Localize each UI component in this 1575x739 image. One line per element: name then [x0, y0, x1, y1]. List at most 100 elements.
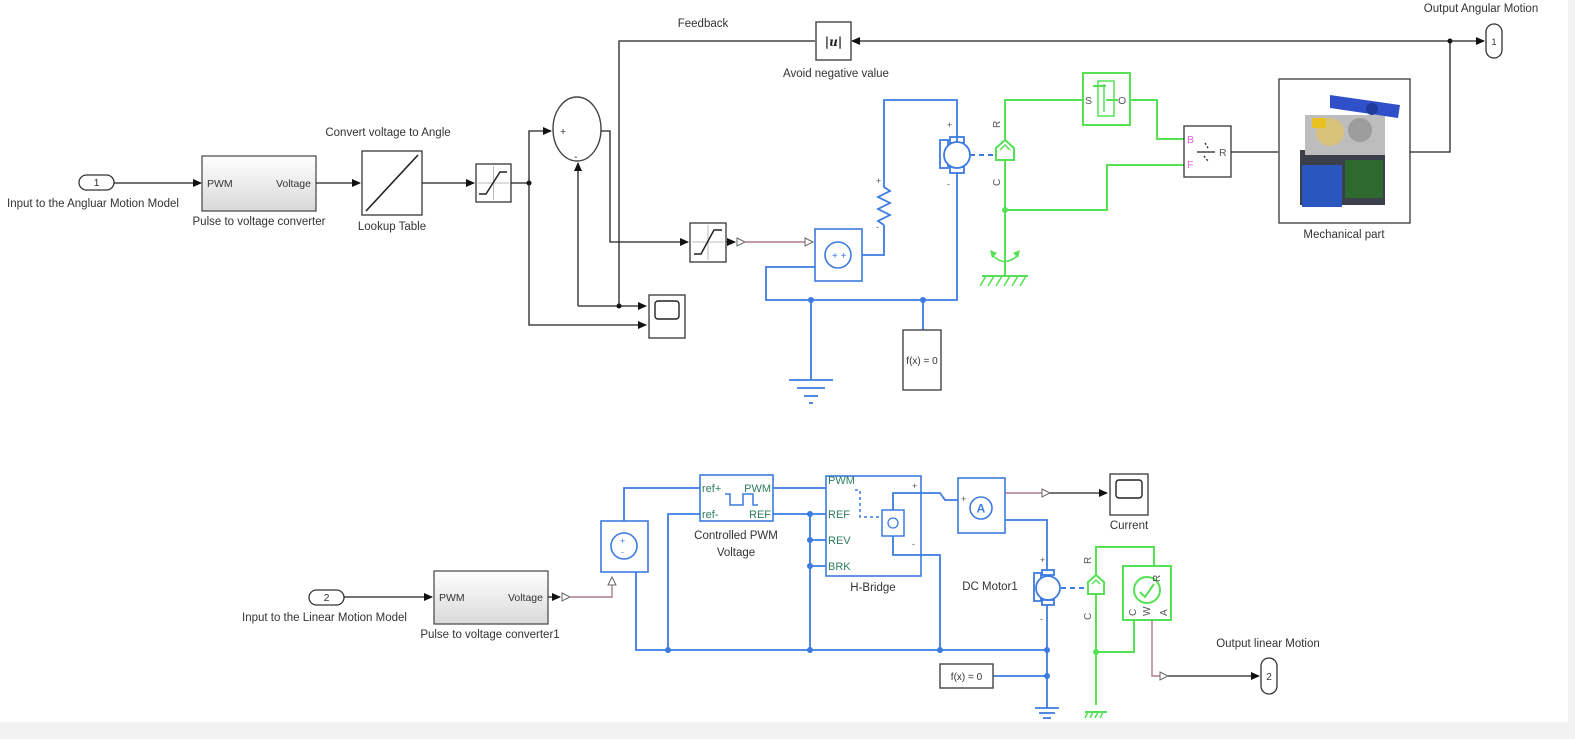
controlled-voltage-source[interactable]: + +: [814, 228, 863, 282]
port-voltage: Voltage: [508, 592, 543, 604]
pulse-to-voltage-converter1-block[interactable]: PWM Voltage: [433, 570, 549, 625]
svg-text:-: -: [621, 547, 624, 557]
port-ref-plus: ref+: [702, 483, 721, 495]
port-s: S: [1085, 95, 1092, 107]
pwm-wave-icon: [725, 493, 758, 506]
resistor-wire: [875, 99, 958, 226]
port-ref: REF: [749, 509, 771, 521]
sensor-port-a: A: [1159, 609, 1170, 616]
svg-text:+: +: [620, 536, 625, 546]
sum-block[interactable]: + -: [552, 96, 602, 163]
h-bridge-label: H-Bridge: [850, 582, 895, 594]
svg-text:+: +: [1040, 555, 1045, 565]
mechanical-ground-icon-2: [1084, 711, 1107, 719]
pwm-voltage-label-2: Voltage: [717, 547, 755, 559]
outport-1-label: Output Angular Motion: [1424, 3, 1538, 15]
port-brk: BRK: [828, 561, 851, 573]
abs-block[interactable]: |u|: [815, 21, 852, 61]
controlled-pwm-voltage-block[interactable]: ref+ ref- PWM REF: [699, 474, 774, 522]
scope-screen-icon: [654, 300, 680, 320]
dc-motor[interactable]: [939, 136, 971, 174]
port-pwm: PWM: [207, 178, 233, 190]
rotational-reference-block[interactable]: [995, 138, 1015, 161]
motor-minus: -: [947, 179, 950, 189]
solver-configuration-block[interactable]: f(x) = 0: [902, 329, 942, 391]
inport-2[interactable]: 2: [308, 589, 345, 606]
scope-screen-icon: [1115, 479, 1143, 499]
inport-1-number: 1: [94, 177, 100, 189]
controlled-voltage-source-2[interactable]: + -: [600, 520, 649, 573]
mechanical-part-block[interactable]: [1278, 78, 1411, 224]
servo-image-icon: [1300, 95, 1400, 207]
svg-text:-: -: [1040, 614, 1043, 624]
outport-1-number: 1: [1491, 37, 1496, 47]
port-pwm: PWM: [744, 483, 771, 495]
interface-block[interactable]: B F R: [1183, 125, 1232, 178]
rotational-reference-block-2[interactable]: [1087, 573, 1105, 595]
signal-line: [528, 127, 552, 183]
outport-2[interactable]: 2: [1260, 657, 1278, 695]
pulse-to-voltage-converter-block[interactable]: PWM Voltage: [201, 155, 317, 212]
lookup-annotation: Convert voltage to Angle: [325, 127, 450, 139]
saturation-icon: [694, 229, 722, 255]
sum-minus-sign: -: [574, 151, 578, 163]
port-minus: -: [912, 539, 915, 549]
abs-symbol: |u|: [825, 35, 842, 49]
electrical-ground-icon: [789, 379, 833, 404]
port-r-out: R: [1219, 147, 1227, 159]
current-scope-label: Current: [1110, 520, 1149, 532]
port-ref: REF: [828, 509, 850, 521]
mechanical-wire: [1004, 99, 1085, 140]
port-rev: REV: [828, 535, 851, 547]
gear-block[interactable]: [1082, 72, 1131, 126]
current-sensor-block[interactable]: A +: [957, 477, 1006, 534]
port-c: C: [992, 179, 1003, 186]
port-pwm: PWM: [828, 475, 855, 487]
current-scope-block[interactable]: [1109, 473, 1149, 516]
dc-motor1[interactable]: [1033, 569, 1061, 606]
port-plus: +: [912, 481, 917, 491]
saturation-block-2[interactable]: [689, 222, 727, 263]
lookup-curve-icon: [365, 154, 419, 212]
voltage-source-icon: + +: [832, 251, 847, 262]
ammeter-icon: A: [977, 502, 986, 516]
sensor-port-w: W: [1142, 606, 1153, 616]
scope-block[interactable]: [648, 294, 686, 339]
motor-icon: [1035, 575, 1061, 601]
port-o: O: [1118, 95, 1126, 107]
outport-1[interactable]: 1: [1485, 23, 1503, 59]
port-voltage: Voltage: [276, 178, 311, 190]
feedback-line: [618, 40, 815, 306]
abs-block-label: Avoid negative value: [783, 68, 889, 80]
lookup-table-block[interactable]: [361, 150, 423, 216]
inport-1[interactable]: 1: [78, 174, 115, 191]
dc-motor1-label: DC Motor1: [962, 581, 1018, 593]
solver-label-2: f(x) = 0: [951, 672, 983, 683]
h-bridge-block[interactable]: PWM REF REV BRK + -: [825, 475, 922, 577]
saturation-icon: [479, 171, 507, 195]
inport-2-label: Input to the Linear Motion Model: [242, 612, 407, 624]
inport-2-number: 2: [324, 592, 330, 604]
sensor-port-r: R: [1152, 575, 1163, 582]
svg-text:+: +: [876, 176, 881, 186]
sum-plus-sign: +: [560, 126, 566, 138]
motor-icon: [943, 141, 971, 169]
saturation-block[interactable]: [475, 163, 512, 203]
inport-1-label: Input to the Angluar Motion Model: [7, 198, 179, 210]
port-f: F: [1187, 159, 1193, 171]
solver-configuration-block-2[interactable]: f(x) = 0: [939, 663, 994, 689]
electrical-wire: [635, 572, 1047, 651]
port-pwm: PWM: [439, 592, 465, 604]
electrical-wire: [765, 172, 958, 301]
mechanical-ground-icon: [979, 250, 1028, 287]
port-r: R: [992, 121, 1003, 128]
mechanical-wire: [1005, 164, 1184, 211]
port-c: C: [1083, 613, 1094, 620]
electrical-ground-icon-2: [1035, 707, 1059, 719]
signal-line: [601, 130, 689, 246]
signal-line: [528, 183, 647, 329]
motion-sensor-block[interactable]: R C W A: [1122, 565, 1172, 621]
mechanical-wire: [1130, 99, 1184, 140]
mechanical-part-label: Mechanical part: [1303, 229, 1385, 241]
port-plus: +: [961, 494, 966, 504]
